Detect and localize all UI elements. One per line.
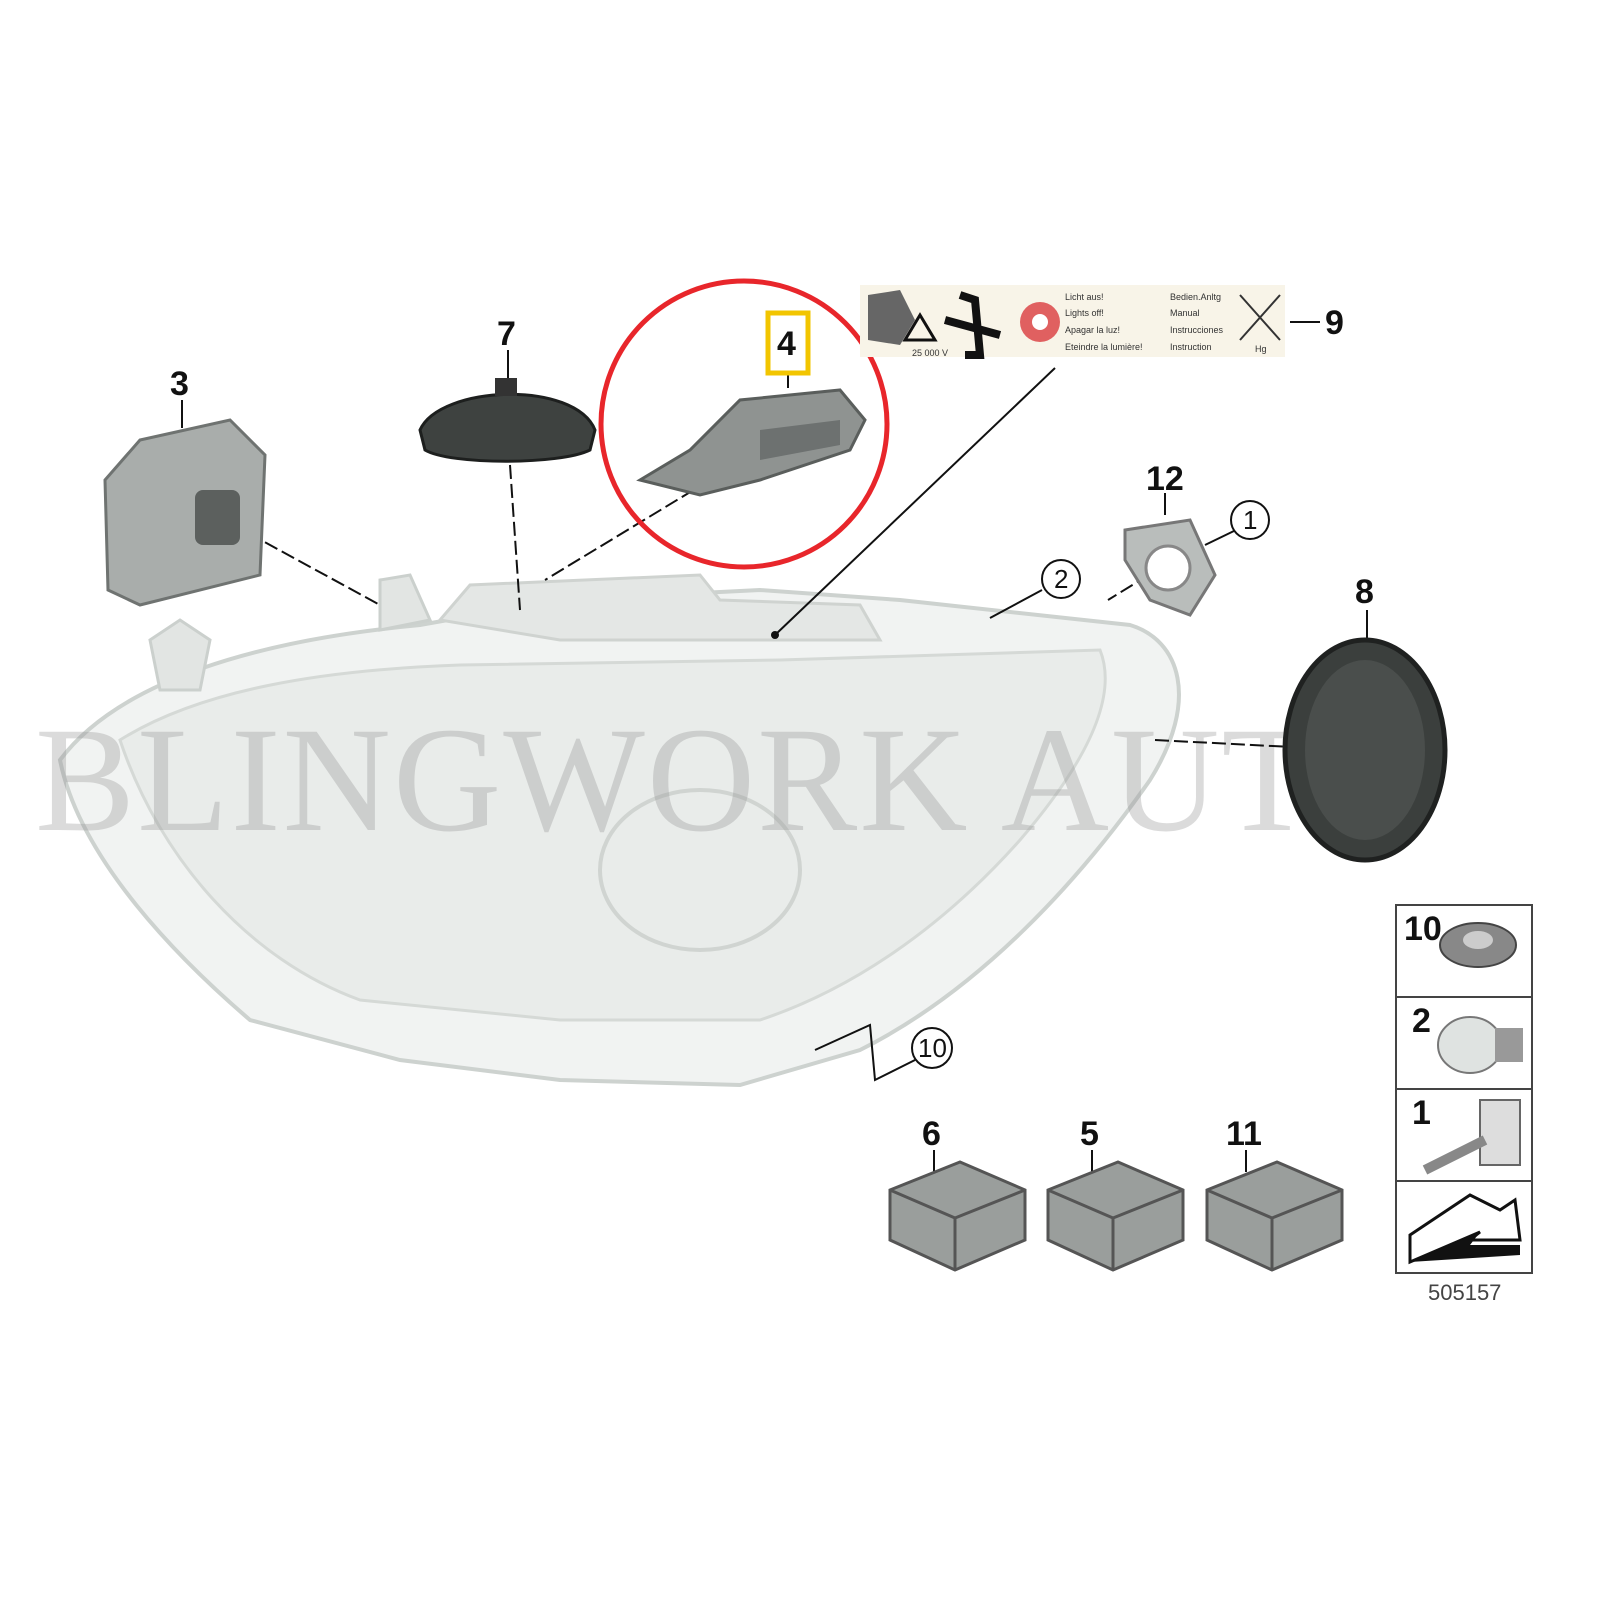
circled-label-text: 1 [1243, 505, 1257, 535]
label-text: Instruction [1170, 342, 1212, 352]
circled-label-text: 10 [918, 1033, 947, 1063]
part-4-igniter[interactable] [636, 388, 867, 497]
part-5-box[interactable] [1046, 1160, 1185, 1272]
circled-label-10: 10 [911, 1027, 953, 1069]
bulb-icon [1437, 1016, 1503, 1074]
label-text: Lights off! [1065, 308, 1104, 318]
label-text: Licht aus! [1065, 292, 1104, 302]
label-voltage: 25 000 V [912, 348, 948, 358]
watermark-text: BLINGWORK AUTO [35, 697, 1423, 863]
label-text: Bedien.Anltg [1170, 292, 1221, 302]
circled-label-2: 2 [1041, 559, 1081, 599]
side-label-1: 1 [1412, 1094, 1431, 1132]
label-3: 3 [170, 365, 189, 403]
label-text: Apagar la luz! [1065, 325, 1120, 335]
solid-leaders [181, 321, 1368, 1172]
label-7: 7 [497, 315, 516, 353]
label-text: Manual [1170, 308, 1200, 318]
part-6-box[interactable] [888, 1160, 1027, 1272]
reference-number: 505157 [1428, 1280, 1501, 1305]
circled-label-text: 2 [1054, 564, 1068, 594]
label-9: 9 [1325, 304, 1344, 342]
label-text: Instrucciones [1170, 325, 1224, 335]
side-label-10: 10 [1404, 910, 1442, 948]
part-11-box[interactable] [1205, 1160, 1344, 1272]
label-12: 12 [1146, 460, 1184, 498]
label-8: 8 [1355, 573, 1374, 611]
xenon-bulb-icon [1479, 1099, 1521, 1166]
label-4: 4 [777, 325, 796, 363]
headlight-housing [57, 573, 1181, 1088]
label-highlight-box [765, 310, 811, 376]
side-panel: 10 2 1 505157 [1395, 904, 1533, 1305]
part-8-cover[interactable] [1282, 637, 1448, 863]
label-11: 11 [1226, 1115, 1262, 1153]
part-3-control-unit[interactable] [103, 418, 267, 607]
label-6: 6 [922, 1115, 941, 1153]
circled-label-1: 1 [1230, 500, 1270, 540]
side-label-2: 2 [1412, 1002, 1431, 1040]
label-5: 5 [1080, 1115, 1099, 1153]
part-boxes [888, 1160, 1344, 1272]
label-text: Eteindre la lumière! [1065, 342, 1143, 352]
highlight-circle [598, 278, 890, 570]
part-7-cap[interactable] [418, 378, 597, 463]
part-9-warning-label[interactable]: 25 000 V Licht aus! Lights off! Apagar l… [860, 285, 1285, 359]
label-symbol-text: Hg [1255, 344, 1267, 354]
part-12-retaining-ring[interactable] [1123, 518, 1217, 617]
